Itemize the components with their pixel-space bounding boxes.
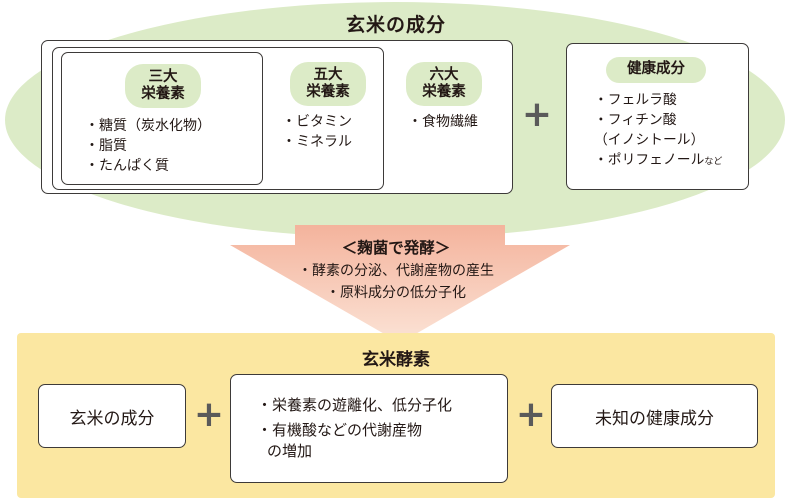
five-nutrients-label: 五大 栄養素 [290,62,366,106]
list-item: ・脂質 [85,138,127,154]
fermentation-effects-list: ・栄養素の遊離化、低分子化 ・有機酸などの代謝産物 の増加 [257,395,452,462]
down-arrow-icon [230,225,570,343]
list-item: の増加 [267,442,313,460]
list-item: ・たんぱく質 [85,158,169,174]
brown-rice-enzyme-title: 玄米酵素 [362,350,430,370]
five-nutrients-list: ・ビタミン ・ミネラル [282,112,352,152]
list-item: ・糖質（炭水化物） [85,118,211,134]
list-item: ・フィチン酸 [594,112,677,128]
three-nutrients-list: ・糖質（炭水化物） ・脂質 ・たんぱく質 [85,116,211,176]
etc-note: など [704,157,723,167]
list-item: ・酵素の分泌、代謝産物の産生 [298,263,494,279]
rice-ingredients-box: 玄米の成分 [38,384,186,448]
list-item: ・ミネラル [282,134,352,150]
plus-icon: + [515,394,547,435]
list-item: ・ビタミン [282,114,352,130]
list-item: ・原料成分の低分子化 [326,285,466,301]
fermentation-effects-box: ・栄養素の遊離化、低分子化 ・有機酸などの代謝産物 の増加 [230,374,508,483]
unknown-health-components-label: 未知の健康成分 [595,408,714,429]
ingredients-title: 玄米の成分 [345,14,446,36]
three-nutrients-label: 三大 栄養素 [125,64,201,108]
six-nutrients-label: 六大 栄養素 [406,62,482,106]
list-item: ・ポリフェノールなど [594,152,723,168]
plus-icon: + [521,94,553,135]
health-components-label: 健康成分 [606,57,706,83]
fermentation-title: ＜麹菌で発酵＞ [341,239,451,257]
unknown-health-components-box: 未知の健康成分 [551,384,758,448]
health-components-list: ・フェルラ酸 ・フィチン酸 （イノシトール） ・ポリフェノールなど [594,90,722,172]
list-item: ・栄養素の遊離化、低分子化 [257,396,453,414]
rice-ingredients-label: 玄米の成分 [69,408,155,429]
plus-icon: + [193,394,225,435]
list-item: （イノシトール） [594,132,705,148]
list-item: ・有機酸などの代謝産物 [257,421,423,439]
fermentation-list: ・酵素の分泌、代謝産物の産生 ・原料成分の低分子化 [0,260,792,304]
six-nutrients-list: ・食物繊維 [408,112,478,132]
list-item: ・食物繊維 [408,114,478,130]
list-item: ・フェルラ酸 [594,92,677,108]
